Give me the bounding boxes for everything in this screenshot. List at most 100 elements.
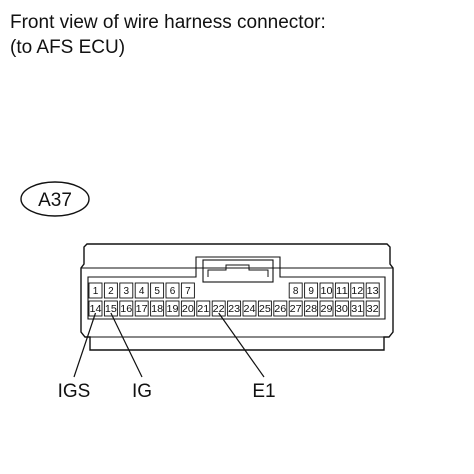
- pin-23-number: 23: [228, 304, 240, 315]
- pin-28-cell: [304, 300, 319, 317]
- callout-leader-igs: [73, 312, 97, 378]
- pin-2-number: 2: [108, 286, 114, 297]
- pin-24-cell: [242, 300, 257, 317]
- pin-20: 20: [180, 300, 195, 317]
- pin-12-number: 12: [351, 286, 363, 297]
- pin-17-cell: [134, 300, 149, 317]
- pin-16-cell: [119, 300, 134, 317]
- pin-9-cell: [304, 282, 319, 299]
- diagram-title: Front view of wire harness connector: (t…: [10, 10, 326, 60]
- pin-14-number: 14: [90, 304, 102, 315]
- pin-1-cell: [88, 282, 103, 299]
- pin-6-number: 6: [170, 286, 176, 297]
- pin-7-number: 7: [185, 286, 191, 297]
- pin-23-cell: [227, 300, 242, 317]
- pin-12: 12: [350, 282, 365, 299]
- connector-code-outline: [20, 181, 90, 217]
- callout-label-e1: E1: [252, 381, 275, 402]
- pin-22: 22: [211, 300, 226, 317]
- pin-10: 10: [319, 282, 334, 299]
- pin-26-cell: [273, 300, 288, 317]
- pin-11-number: 11: [336, 286, 348, 297]
- pin-18-cell: [150, 300, 165, 317]
- pin-32-cell: [365, 300, 380, 317]
- pin-25: 25: [257, 300, 272, 317]
- pin-6: 6: [165, 282, 180, 299]
- pin-3-number: 3: [124, 286, 130, 297]
- pin-23: 23: [227, 300, 242, 317]
- pin-29-number: 29: [321, 304, 333, 315]
- pin-11: 11: [334, 282, 349, 299]
- pin-31-number: 31: [351, 304, 363, 315]
- title-line-1: Front view of wire harness connector:: [10, 12, 326, 33]
- pin-27-number: 27: [290, 304, 302, 315]
- pin-27: 27: [288, 300, 303, 317]
- locking-latch: [202, 259, 274, 283]
- pin-5-cell: [150, 282, 165, 299]
- callout-leader-e1: [218, 312, 265, 378]
- pin-29-cell: [319, 300, 334, 317]
- pin-32-number: 32: [367, 304, 379, 315]
- latch-tab: [207, 264, 269, 277]
- pin-25-cell: [257, 300, 272, 317]
- pin-8-cell: [288, 282, 303, 299]
- pin-7: 7: [180, 282, 195, 299]
- connector-code-badge: A37: [20, 181, 90, 217]
- callout-label-igs: IGS: [58, 381, 91, 402]
- pin-9: 9: [304, 282, 319, 299]
- pin-29: 29: [319, 300, 334, 317]
- pin-5-number: 5: [154, 286, 160, 297]
- pin-15-number: 15: [105, 304, 117, 315]
- pin-4-number: 4: [139, 286, 145, 297]
- pin-4-cell: [134, 282, 149, 299]
- pin-21: 21: [196, 300, 211, 317]
- pin-3-cell: [119, 282, 134, 299]
- callout-leader-ig: [110, 312, 143, 378]
- pin-19: 19: [165, 300, 180, 317]
- pin-16-number: 16: [120, 304, 132, 315]
- pin-19-number: 19: [167, 304, 179, 315]
- latch-frame: [202, 259, 274, 283]
- pin-18: 18: [150, 300, 165, 317]
- pin-20-number: 20: [182, 304, 194, 315]
- callout-label-ig: IG: [132, 381, 152, 402]
- pin-28: 28: [304, 300, 319, 317]
- pin-10-cell: [319, 282, 334, 299]
- pin-22-number: 22: [213, 304, 225, 315]
- pin-2-cell: [103, 282, 118, 299]
- pin-8: 8: [288, 282, 303, 299]
- pin-4: 4: [134, 282, 149, 299]
- pin-30-cell: [334, 300, 349, 317]
- pin-2: 2: [103, 282, 118, 299]
- pin-5: 5: [150, 282, 165, 299]
- pin-16: 16: [119, 300, 134, 317]
- connector-code: A37: [38, 190, 72, 211]
- pin-30: 30: [334, 300, 349, 317]
- pin-1: 1: [88, 282, 103, 299]
- pin-30-number: 30: [336, 304, 348, 315]
- pin-11-cell: [334, 282, 349, 299]
- pin-24: 24: [242, 300, 257, 317]
- pin-26: 26: [273, 300, 288, 317]
- pin-26-number: 26: [274, 304, 286, 315]
- pin-8-number: 8: [293, 286, 299, 297]
- pin-7-cell: [180, 282, 195, 299]
- pin-25-number: 25: [259, 304, 271, 315]
- pin-15: 15: [103, 300, 118, 317]
- pin-21-cell: [196, 300, 211, 317]
- pin-13: 13: [365, 282, 380, 299]
- pin-1-number: 1: [93, 286, 99, 297]
- pin-18-number: 18: [151, 304, 163, 315]
- pin-28-number: 28: [305, 304, 317, 315]
- pin-14: 14: [88, 300, 103, 317]
- pin-6-cell: [165, 282, 180, 299]
- pin-17: 17: [134, 300, 149, 317]
- pin-3: 3: [119, 282, 134, 299]
- pin-21-number: 21: [197, 304, 209, 315]
- pin-15-cell: [103, 300, 118, 317]
- housing-outline: [80, 243, 394, 351]
- pin-17-number: 17: [136, 304, 148, 315]
- connector-housing: [80, 243, 394, 351]
